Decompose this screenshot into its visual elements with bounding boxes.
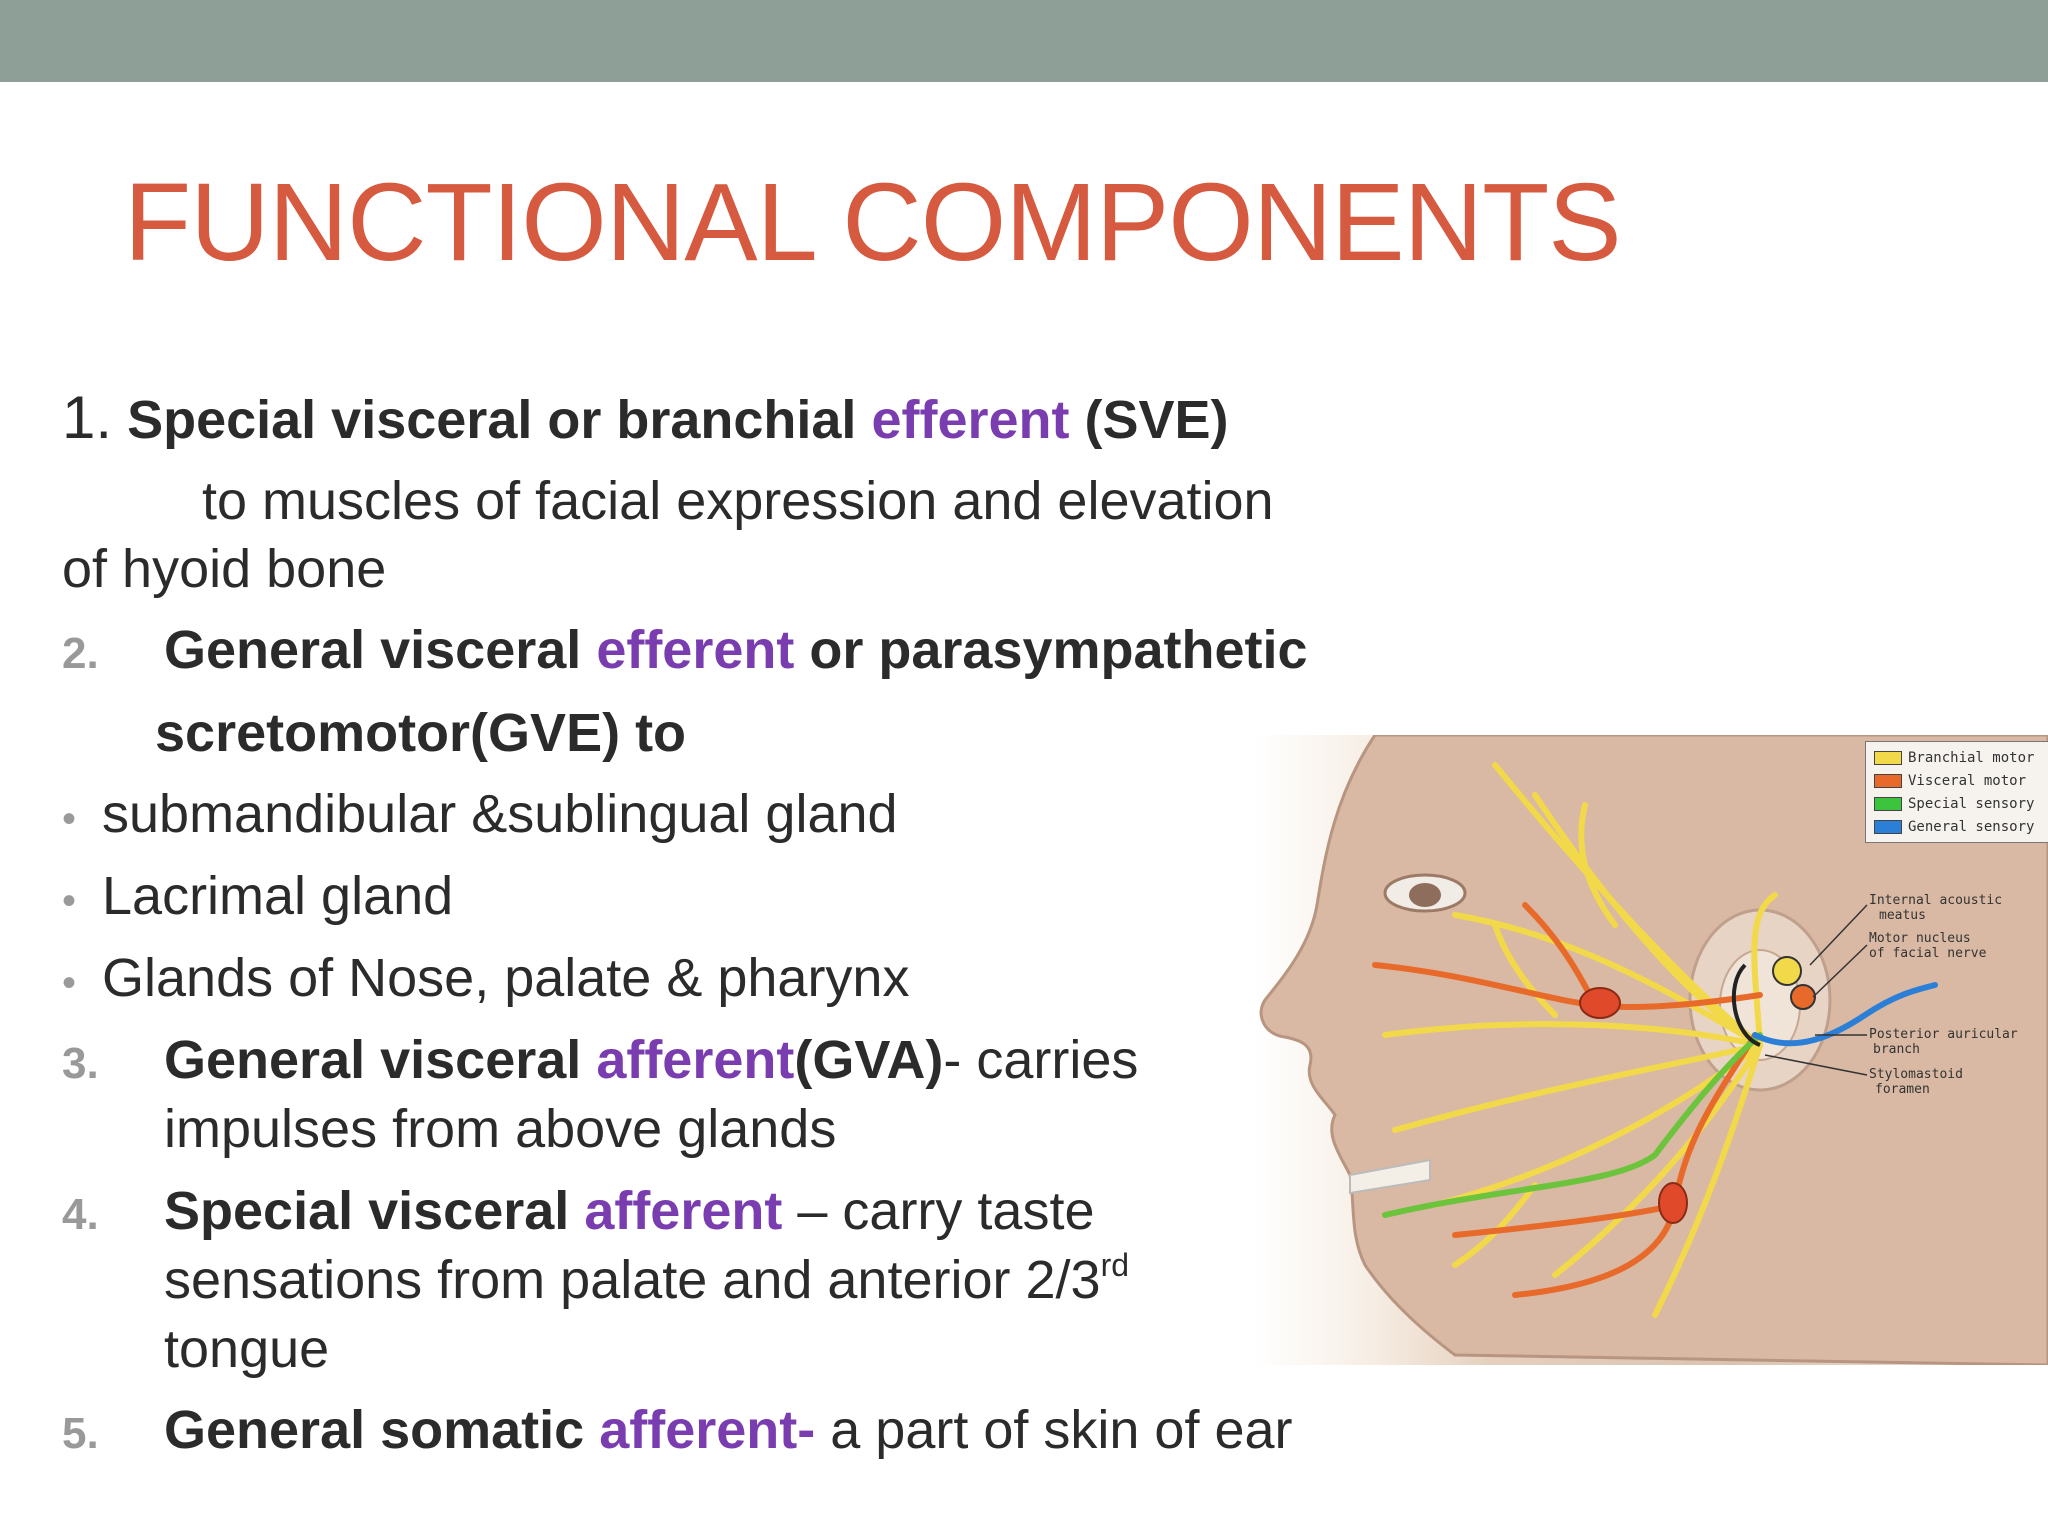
item-1-desc-line1: to muscles of facial expression and elev…: [202, 471, 1274, 531]
item-1: 1. Special visceral or branchial efferen…: [62, 388, 1229, 448]
item-4-line3: tongue: [164, 1319, 330, 1379]
legend-label: Branchial motor: [1908, 750, 2035, 766]
legend-item: Branchial motor: [1874, 750, 2034, 768]
legend-swatch: [1874, 797, 1902, 811]
item-1-number: 1.: [62, 384, 113, 451]
item-5-bold-a: General somatic: [164, 1400, 585, 1460]
item-3-highlight: afferent: [596, 1030, 795, 1090]
label-internal-acoustic-meatus: Internal acoustic meatus: [1869, 893, 2002, 923]
bullet-text: Glands of Nose, palate & pharynx: [102, 948, 910, 1008]
item-5-number: 5.: [62, 1409, 99, 1458]
item-2-highlight: efferent: [596, 620, 795, 680]
legend-label: General sensory: [1908, 819, 2035, 835]
item-4-line2-text: sensations from palate and anterior 2/3: [164, 1250, 1101, 1310]
bullet-text: Lacrimal gland: [102, 866, 454, 926]
top-banner: [0, 0, 2048, 82]
label-line: Motor nucleus: [1869, 931, 1971, 946]
item-2-bold-a: General visceral: [164, 620, 582, 680]
item-4: 4. Special visceral afferent – carry tast…: [62, 1184, 1094, 1238]
item-1-bold-a: Special visceral or branchial: [127, 390, 857, 450]
facial-nerve-illustration: [1259, 735, 2048, 1365]
item-1-highlight: efferent: [871, 390, 1070, 450]
item-2-bold-b: or parasympathetic: [809, 620, 1308, 680]
item-4-bold-a: Special visceral: [164, 1181, 570, 1241]
label-posterior-auricular-branch: Posterior auricular branch: [1869, 1027, 2018, 1057]
item-1-desc-line2: of hyoid bone: [62, 539, 387, 599]
item-2: 2. General visceral efferent or parasympa…: [62, 623, 1308, 677]
label-line: branch: [1873, 1042, 1920, 1057]
facial-nerve-figure: Branchial motor Visceral motor Special s…: [1255, 735, 2048, 1365]
bullet-item: •Lacrimal gland: [62, 866, 454, 926]
bullet-item: •submandibular &sublingual gland: [62, 784, 898, 844]
label-line: foramen: [1875, 1082, 1930, 1097]
item-5: 5. General somatic afferent- a part of sk…: [62, 1403, 1293, 1457]
label-motor-nucleus: Motor nucleus of facial nerve: [1869, 931, 1986, 961]
legend-label: Special sensory: [1908, 796, 2035, 812]
legend-item: Visceral motor: [1874, 773, 2026, 791]
label-line: of facial nerve: [1869, 946, 1987, 961]
item-4-superscript: rd: [1100, 1247, 1130, 1283]
item-4-rest: – carry taste: [797, 1181, 1095, 1241]
item-3-line2: impulses from above glands: [164, 1099, 837, 1159]
label-line: Posterior auricular: [1869, 1027, 2018, 1042]
item-5-highlight: afferent-: [599, 1400, 816, 1460]
item-4-line2: sensations from palate and anterior 2/3r…: [164, 1249, 1129, 1310]
slide-title: FUNCTIONAL COMPONENTS: [124, 161, 1622, 284]
item-4-number: 4.: [62, 1190, 99, 1239]
bullet-item: •Glands of Nose, palate & pharynx: [62, 948, 910, 1008]
item-5-rest: a part of skin of ear: [830, 1400, 1293, 1460]
label-stylomastoid-foramen: Stylomastoid foramen: [1869, 1067, 1963, 1097]
label-line: meatus: [1879, 908, 1926, 923]
item-1-bold-b: (SVE): [1084, 390, 1229, 450]
legend-item: General sensory: [1874, 819, 2034, 837]
label-line: Stylomastoid: [1869, 1067, 1963, 1082]
item-2-line2: scretomotor(GVE) to: [155, 703, 687, 763]
label-line: Internal acoustic: [1869, 893, 2003, 908]
item-3: 3. General visceral afferent(GVA)- carrie…: [62, 1033, 1138, 1087]
item-3-number: 3.: [62, 1039, 99, 1088]
item-4-highlight: afferent: [584, 1181, 783, 1241]
legend-swatch: [1874, 774, 1902, 788]
legend-label: Visceral motor: [1908, 773, 2027, 789]
legend-swatch: [1874, 751, 1902, 765]
legend-item: Special sensory: [1874, 796, 2034, 814]
item-3-bold-b: (GVA): [794, 1030, 944, 1090]
item-3-rest: - carries: [943, 1030, 1139, 1090]
bullet-text: submandibular &sublingual gland: [102, 784, 898, 844]
figure-legend: Branchial motor Visceral motor Special s…: [1865, 741, 2048, 843]
item-3-bold-a: General visceral: [164, 1030, 582, 1090]
item-2-number: 2.: [62, 629, 99, 678]
legend-swatch: [1874, 820, 1902, 834]
